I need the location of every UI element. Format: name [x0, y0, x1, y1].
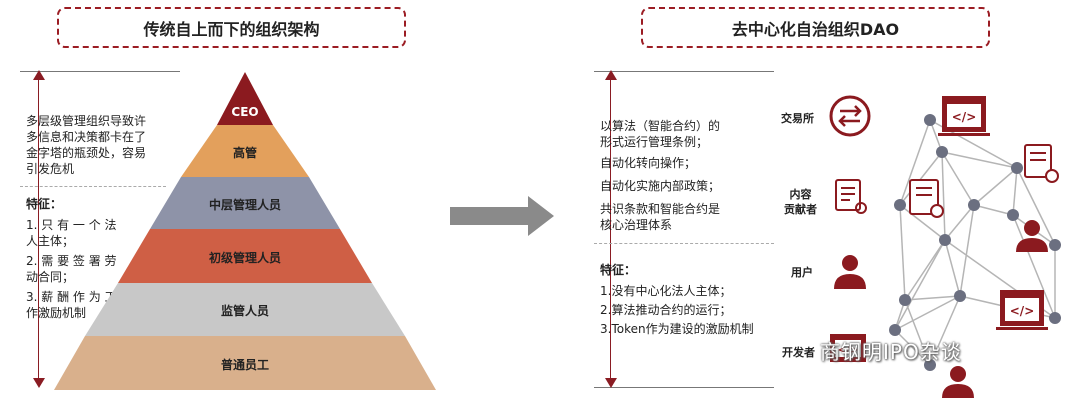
- left-height-arrow: [38, 72, 39, 386]
- svg-text:</>: </>: [952, 110, 977, 124]
- right-bottom-rule: [594, 387, 774, 388]
- pyramid: CEO 高管 中层管理人员 初级管理人员 监管人员 普通员工: [54, 72, 436, 390]
- user-label: 用户: [791, 266, 813, 279]
- pyramid-tier-staff: [54, 336, 436, 390]
- pyramid-tier-senior: [181, 125, 309, 177]
- right-arrow-heads: [605, 70, 617, 388]
- right-feature-3: 3.Token作为建设的激励机制: [600, 322, 754, 336]
- right-intro-4: 共识条款和智能合约是核心治理体系: [600, 202, 721, 232]
- document-icon-network-2: [1024, 144, 1059, 183]
- pyramid-label-junior: 初级管理人员: [209, 250, 281, 265]
- right-height-arrow: [610, 72, 611, 386]
- right-features-heading: 特征：: [600, 263, 637, 277]
- code-window-icon-bottom: </>: [996, 290, 1048, 330]
- left-top-rule: [20, 71, 180, 72]
- right-feature-1: 1.没有中心化法人主体；: [600, 284, 732, 298]
- right-divider: [594, 243, 774, 244]
- left-divider: [20, 186, 166, 187]
- pyramid-label-supervisor: 监管人员: [221, 303, 269, 318]
- right-intro-1: 以算法（智能合约）的形式运行管理条例；: [600, 119, 721, 149]
- user-icon-network-1: [1016, 220, 1048, 252]
- left-feature-3: 3. 薪 酬 作 为 工作激励机制: [26, 290, 117, 320]
- watermark-text: 商钢明IPO杂谈: [820, 340, 962, 364]
- left-intro: 多层级管理组织导致许 多信息和决策都卡在了 金字塔的瓶颈处，容易 引发危机: [26, 114, 147, 176]
- transition-arrow: [450, 196, 554, 236]
- right-intro-2: 自动化转向操作；: [600, 156, 697, 170]
- pyramid-label-ceo: CEO: [231, 105, 258, 119]
- pyramid-label-staff: 普通员工: [221, 357, 269, 372]
- pyramid-tier-middle: [150, 177, 340, 229]
- svg-text:</>: </>: [1010, 304, 1035, 318]
- pyramid-label-senior: 高管: [233, 145, 257, 160]
- left-features-heading: 特征：: [26, 197, 63, 211]
- left-feature-1: 1. 只 有 一 个 法人主体；: [26, 218, 117, 248]
- code-window-icon-top: </>: [938, 96, 990, 136]
- pyramid-tier-ceo: [217, 72, 273, 125]
- left-arrow-heads: [33, 70, 45, 388]
- content-label: 内容贡献者: [784, 188, 817, 216]
- exchange-label: 交易所: [781, 112, 814, 125]
- pyramid-tier-junior: [118, 229, 372, 283]
- right-feature-2: 2.算法推动合约的运行；: [600, 303, 732, 317]
- pyramid-tier-supervisor: [85, 283, 405, 336]
- right-top-rule: [594, 71, 774, 72]
- developer-label: 开发者: [782, 346, 815, 359]
- pyramid-label-middle: 中层管理人员: [209, 197, 281, 212]
- svg-text:</>: </>: [838, 345, 858, 356]
- right-title: 去中心化自治组织DAO: [641, 7, 990, 48]
- developer-icon: </>: [830, 334, 866, 362]
- left-title: 传统自上而下的组织架构: [57, 7, 406, 48]
- left-feature-2: 2. 需 要 签 署 劳动合同；: [26, 254, 117, 284]
- user-icon-network-2: [942, 366, 974, 398]
- document-icon-network-1: [909, 179, 944, 218]
- right-intro-3: 自动化实施内部政策；: [600, 179, 721, 193]
- exchange-icon: [829, 95, 871, 137]
- document-icon: [835, 179, 867, 214]
- user-icon: [834, 255, 866, 289]
